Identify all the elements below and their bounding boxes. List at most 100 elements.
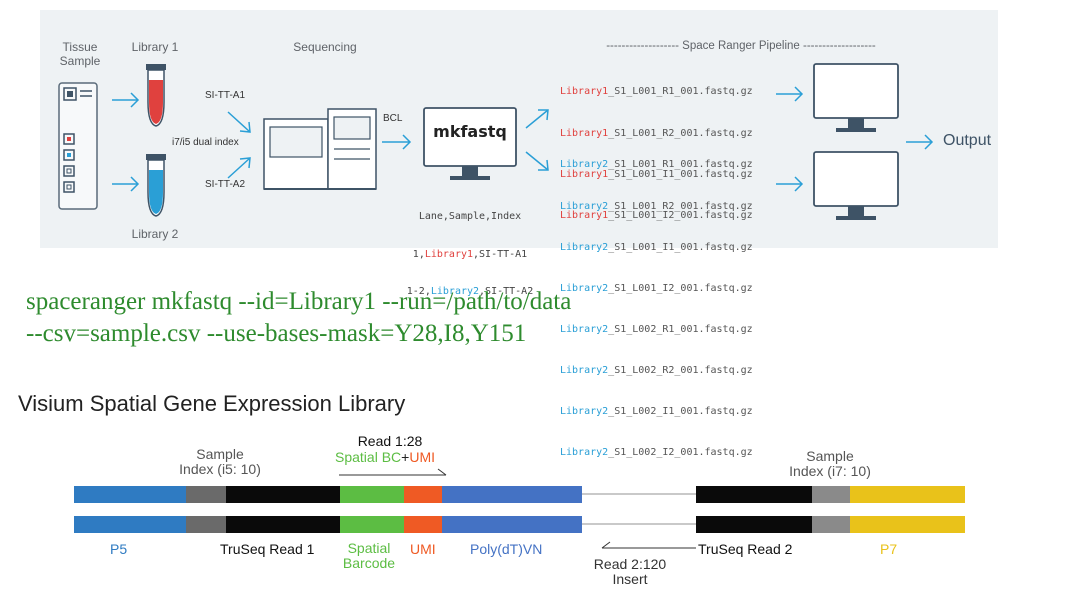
library2-label: Library 2 bbox=[131, 227, 179, 241]
p7-label: P7 bbox=[880, 541, 898, 557]
p5-label: P5 bbox=[110, 541, 128, 557]
polydt-label: Poly(dT)VN bbox=[470, 541, 543, 557]
file-lib: Library1 bbox=[560, 168, 609, 180]
tissue-sample-label: Tissue Sample bbox=[59, 40, 101, 68]
slide-icon bbox=[58, 82, 98, 210]
file-rest: _S1_L001_R1_001.fastq.gz bbox=[608, 159, 753, 171]
file-lib: Library2 bbox=[560, 447, 609, 459]
read1-label: Read 1:28 bbox=[357, 433, 423, 449]
samplesheet-header: Lane,Sample,Index bbox=[418, 211, 522, 222]
umi-label: UMI bbox=[410, 541, 436, 557]
file-rest: _S1_L001_R1_001.fastq.gz bbox=[608, 86, 753, 98]
umi-top-text: UMI bbox=[409, 449, 436, 465]
arrow-icon bbox=[227, 111, 251, 133]
strand-top bbox=[74, 486, 965, 503]
file-lib: Library2 bbox=[560, 323, 609, 335]
file-rest: _S1_L001_I1_001.fastq.gz bbox=[608, 241, 753, 253]
strand-bottom bbox=[74, 516, 965, 533]
monitor-icon bbox=[813, 63, 899, 132]
plus-text: + bbox=[401, 449, 410, 465]
arrow-icon bbox=[525, 151, 549, 171]
samplesheet-cell: Library2 bbox=[430, 286, 480, 297]
list-item: Library1_S1_L001_I1_001.fastq.gz bbox=[560, 168, 753, 182]
arrow-icon bbox=[525, 109, 549, 129]
library2-file-list: Library2_S1_L001_R1_001.fastq.gz Library… bbox=[560, 131, 753, 487]
sample-index-i7-label: Sample Index (i7: 10) bbox=[789, 448, 871, 479]
monitor-icon bbox=[423, 107, 517, 180]
samplesheet: Lane,Sample,Index 1,Library1,SI-TT-A1 1-… bbox=[380, 186, 560, 324]
tube-blue-icon bbox=[146, 154, 166, 217]
samplesheet-row: 1-2,Library2,SI-TT-A2 bbox=[380, 286, 560, 299]
file-lib: Library2 bbox=[560, 200, 609, 212]
file-lib: Library1 bbox=[560, 209, 609, 221]
arrow-icon bbox=[227, 157, 251, 179]
library1-file-list: Library1_S1_L001_R1_001.fastq.gz Library… bbox=[560, 58, 753, 250]
file-rest: _S1_L002_R2_001.fastq.gz bbox=[608, 364, 753, 376]
samplesheet-row: 1,Library1,SI-TT-A1 bbox=[380, 249, 560, 262]
sequencer-icon bbox=[263, 108, 377, 190]
file-rest: _S1_L001_R2_001.fastq.gz bbox=[608, 127, 753, 139]
list-item: Library2_S1_L002_I2_001.fastq.gz bbox=[560, 446, 753, 460]
arrow-icon bbox=[382, 134, 412, 150]
sample-index-i5-label: Sample Index (i5: 10) bbox=[179, 446, 261, 477]
samplesheet-cell: Library1 bbox=[424, 248, 474, 260]
truseq-read2-label: TruSeq Read 2 bbox=[698, 541, 793, 557]
read1-arrow-icon bbox=[339, 468, 447, 476]
file-lib: Library2 bbox=[560, 406, 609, 418]
file-lib: Library2 bbox=[560, 159, 609, 171]
arrow-icon bbox=[776, 86, 804, 102]
mkfastq-label: mkfastq bbox=[433, 122, 507, 141]
read2-arrow-icon bbox=[601, 541, 696, 549]
read2-insert-label: Read 2:120 Insert bbox=[593, 557, 667, 586]
library-strands bbox=[74, 486, 965, 533]
list-item: Library2_S1_L002_R1_001.fastq.gz bbox=[560, 323, 753, 337]
arrow-icon bbox=[776, 176, 804, 192]
file-lib: Library2 bbox=[560, 282, 609, 294]
monitor-icon bbox=[813, 151, 899, 220]
spatial-bc-text: Spatial BC bbox=[335, 449, 402, 465]
pipeline-panel: Tissue Sample Library 1 Library 2 bbox=[40, 10, 998, 458]
samplesheet-cell: 1, bbox=[412, 248, 425, 260]
samplesheet-cell: ,SI-TT-A1 bbox=[473, 248, 528, 260]
samplesheet-cell: 1-2, bbox=[406, 286, 431, 297]
library1-label: Library 1 bbox=[131, 40, 179, 54]
library-title: Visium Spatial Gene Expression Library bbox=[18, 391, 406, 416]
arrow-icon bbox=[906, 134, 934, 150]
list-item: Library2_S1_L002_R2_001.fastq.gz bbox=[560, 364, 753, 378]
file-rest: _S1_L001_I2_001.fastq.gz bbox=[608, 282, 753, 294]
index-a2-label: SI-TT-A2 bbox=[205, 179, 246, 190]
index-a1-label: SI-TT-A1 bbox=[205, 90, 246, 101]
bcl-label: BCL bbox=[383, 113, 403, 124]
file-lib: Library2 bbox=[560, 364, 609, 376]
file-rest: _S1_L002_R1_001.fastq.gz bbox=[608, 323, 753, 335]
list-item: Library2_S1_L001_I1_001.fastq.gz bbox=[560, 241, 753, 255]
truseq-read1-label: TruSeq Read 1 bbox=[220, 541, 315, 557]
list-item: Library2_S1_L001_R2_001.fastq.gz bbox=[560, 200, 753, 214]
file-rest: _S1_L001_R2_001.fastq.gz bbox=[608, 200, 753, 212]
tube-red-icon bbox=[146, 64, 166, 127]
arrow-icon bbox=[112, 176, 140, 192]
spatial-bc-umi-label: Spatial BC+UMI bbox=[335, 450, 475, 465]
list-item: Library1_S1_L001_R2_001.fastq.gz bbox=[560, 127, 753, 141]
command-line-1: spaceranger mkfastq --id=Library1 --run=… bbox=[26, 288, 572, 315]
spatial-barcode-label: Spatial Barcode bbox=[342, 540, 396, 571]
list-item: Library1_S1_L001_R1_001.fastq.gz bbox=[560, 85, 753, 99]
file-rest: _S1_L001_I1_001.fastq.gz bbox=[608, 168, 753, 180]
arrow-icon bbox=[112, 92, 140, 108]
samplesheet-cell: ,SI-TT-A2 bbox=[479, 286, 534, 297]
list-item: Library2_S1_L001_I2_001.fastq.gz bbox=[560, 282, 753, 296]
list-item: Library2_S1_L001_R1_001.fastq.gz bbox=[560, 158, 753, 172]
file-lib: Library2 bbox=[560, 241, 609, 253]
file-rest: _S1_L002_I1_001.fastq.gz bbox=[608, 406, 753, 418]
output-label: Output bbox=[943, 132, 992, 149]
file-lib: Library1 bbox=[560, 127, 609, 139]
command-line-2: --csv=sample.csv --use-bases-mask=Y28,I8… bbox=[26, 320, 527, 347]
file-rest: _S1_L002_I2_001.fastq.gz bbox=[608, 447, 753, 459]
dual-index-label: i7/i5 dual index bbox=[172, 137, 239, 148]
file-lib: Library1 bbox=[560, 86, 609, 98]
list-item: Library2_S1_L002_I1_001.fastq.gz bbox=[560, 405, 753, 419]
sequencing-label: Sequencing bbox=[293, 40, 357, 54]
list-item: Library1_S1_L001_I2_001.fastq.gz bbox=[560, 209, 753, 223]
spaceranger-command: spaceranger mkfastq --id=Library1 --run=… bbox=[26, 286, 571, 350]
space-ranger-title: ------------------- Space Ranger Pipelin… bbox=[606, 40, 876, 52]
